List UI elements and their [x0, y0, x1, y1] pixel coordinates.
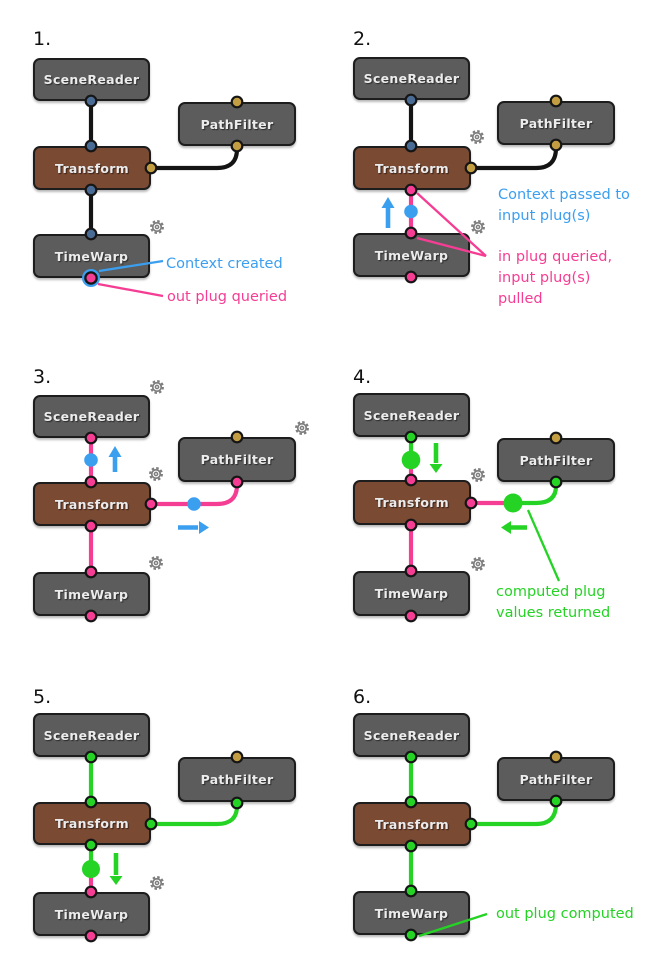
step-panel-1: 1. SceneReader PathFilter Transform Time…: [0, 0, 335, 320]
node-label: PathFilter: [200, 452, 274, 467]
node-label: Transform: [54, 160, 129, 176]
node-pathfilter: PathFilter: [178, 102, 296, 146]
node-label: Transform: [374, 816, 449, 832]
node-label: Transform: [374, 495, 449, 510]
annotation-context-created: Context created: [166, 256, 283, 272]
node-transform: Transform: [353, 802, 471, 846]
node-transform: Transform: [33, 802, 151, 845]
step-number: 6.: [353, 686, 372, 708]
node-label: PathFilter: [519, 771, 593, 787]
gear-icon: [471, 220, 485, 234]
gear-icon: [150, 220, 164, 234]
step-number: 2.: [353, 28, 372, 50]
node-transform: Transform: [33, 146, 151, 190]
step-number: 4.: [353, 366, 372, 388]
context-dot: [84, 453, 98, 467]
gear-icon: [150, 876, 164, 890]
node-pathfilter: PathFilter: [497, 757, 615, 801]
node-label: PathFilter: [200, 116, 274, 132]
node-scenereader: SceneReader: [33, 58, 150, 101]
wire-transform-pathfilter-computed: [148, 800, 240, 827]
wire-transform-pathfilter-computed: [468, 798, 559, 827]
node-label: SceneReader: [43, 409, 140, 424]
gear-icon: [471, 468, 485, 482]
node-timewarp: TimeWarp: [353, 891, 470, 935]
value-dot: [82, 860, 100, 878]
step-number: 1.: [33, 28, 52, 50]
wire-transform-pathfilter: [468, 143, 559, 171]
node-transform: Transform: [353, 480, 471, 525]
node-label: Transform: [54, 496, 129, 512]
step-number: 3.: [33, 366, 52, 388]
step-panel-6: 6. SceneReader PathFilter Transform Time…: [335, 640, 670, 960]
node-label: SceneReader: [363, 71, 460, 86]
node-timewarp: TimeWarp: [33, 572, 150, 616]
node-scenereader: SceneReader: [353, 393, 470, 437]
node-label: TimeWarp: [54, 248, 129, 264]
annotation-computed-values: computed plug values returned: [496, 584, 611, 621]
annotation-out-plug-queried: out plug queried: [167, 289, 288, 305]
wire-transform-pathfilter: [148, 479, 240, 507]
node-pathfilter: PathFilter: [497, 101, 615, 145]
gear-icon: [471, 557, 485, 571]
annotation-leader-line: [526, 509, 561, 582]
gear-icon: [295, 421, 309, 435]
node-timewarp: TimeWarp: [33, 892, 150, 936]
node-label: SceneReader: [43, 72, 140, 87]
annotation-leader-line: [97, 282, 164, 298]
gear-icon: [150, 380, 164, 394]
node-label: SceneReader: [363, 727, 460, 743]
annotation-out-plug-computed: out plug computed: [496, 906, 634, 922]
value-flow-arrowhead: [429, 464, 443, 473]
node-label: PathFilter: [519, 115, 593, 131]
node-label: TimeWarp: [54, 906, 129, 922]
node-pathfilter: PathFilter: [178, 437, 296, 482]
step-panel-4: 4. SceneReader PathFilter Transform Time…: [335, 320, 670, 640]
node-scenereader: SceneReader: [353, 57, 470, 100]
node-label: TimeWarp: [374, 905, 449, 921]
context-flow-arrowhead: [199, 521, 209, 534]
value-dot: [503, 493, 523, 513]
node-transform: Transform: [33, 482, 151, 526]
node-scenereader: SceneReader: [33, 713, 150, 757]
value-flow-arrowhead: [109, 876, 123, 885]
step-number: 5.: [33, 686, 52, 708]
value-dot: [401, 450, 421, 470]
step-panel-2: 2. SceneReader PathFilter Transform Time…: [335, 0, 670, 320]
gear-icon: [149, 556, 163, 570]
node-label: Transform: [374, 160, 449, 176]
node-label: TimeWarp: [54, 586, 129, 602]
step-panel-5: 5. SceneReader PathFilter Transform Time…: [0, 640, 335, 960]
context-flow-arrowhead: [108, 446, 122, 457]
node-pathfilter: PathFilter: [497, 438, 615, 482]
node-label: SceneReader: [363, 407, 460, 423]
node-transform: Transform: [353, 146, 471, 190]
node-label: SceneReader: [43, 727, 140, 743]
node-label: TimeWarp: [374, 586, 449, 601]
annotation-context-passed: Context passed to input plug(s): [498, 187, 630, 224]
context-flow-arrowhead: [381, 197, 395, 208]
wire-transform-pathfilter: [148, 144, 240, 171]
node-scenereader: SceneReader: [33, 395, 150, 438]
step-panel-3: 3. SceneReader PathFilter Transform Time…: [0, 320, 335, 640]
node-pathfilter: PathFilter: [178, 757, 296, 802]
node-timewarp: TimeWarp: [353, 571, 470, 616]
node-scenereader: SceneReader: [353, 713, 470, 757]
value-flow-arrowhead: [501, 521, 511, 534]
node-timewarp: TimeWarp: [33, 234, 150, 278]
context-dot: [187, 497, 201, 511]
node-label: PathFilter: [519, 452, 593, 468]
node-label: Transform: [54, 816, 129, 831]
gear-icon: [149, 467, 163, 481]
gear-icon: [470, 130, 484, 144]
node-label: PathFilter: [200, 772, 274, 787]
wire-transform-pathfilter-computed: [510, 479, 559, 506]
node-timewarp: TimeWarp: [353, 233, 470, 277]
annotation-in-plug-queried: in plug queried, input plug(s) pulled: [498, 249, 613, 307]
node-label: TimeWarp: [374, 247, 449, 263]
context-dot: [404, 204, 418, 219]
